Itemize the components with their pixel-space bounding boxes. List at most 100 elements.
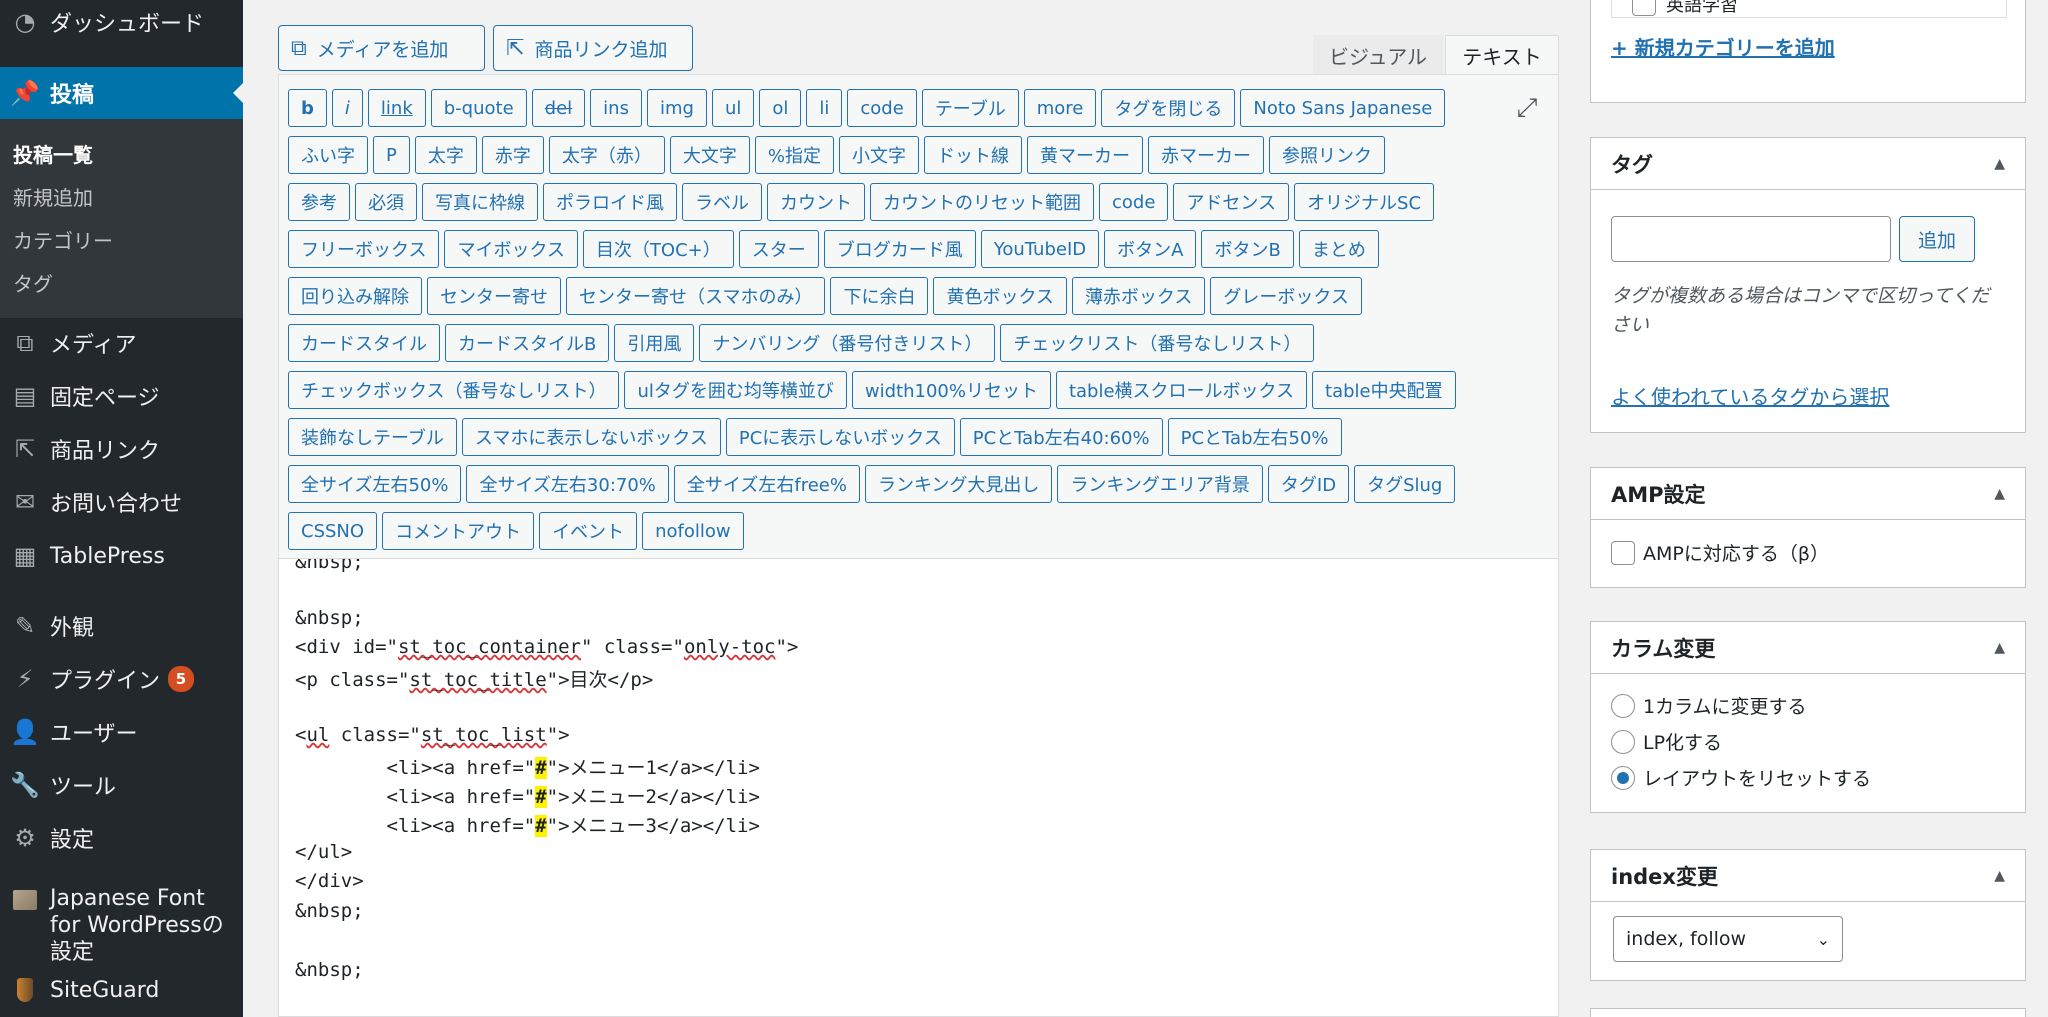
- qt-button[interactable]: カウント: [767, 183, 865, 221]
- qt-button[interactable]: ol: [759, 89, 802, 127]
- qt-button[interactable]: 大文字: [669, 136, 750, 174]
- qt-button[interactable]: 回り込み解除: [288, 277, 422, 315]
- collapse-arrow-icon[interactable]: ▲: [1994, 867, 2005, 884]
- qt-button[interactable]: 小文字: [838, 136, 919, 174]
- qt-button[interactable]: 太字（赤）: [548, 136, 665, 174]
- qt-button[interactable]: テーブル: [921, 89, 1019, 127]
- qt-button[interactable]: ボタンA: [1104, 230, 1197, 268]
- qt-button[interactable]: 全サイズ左右50%: [288, 465, 462, 503]
- qt-button[interactable]: link: [367, 89, 426, 127]
- qt-button[interactable]: 目次（TOC+）: [582, 230, 734, 268]
- qt-button[interactable]: センター寄せ（スマホのみ）: [566, 277, 826, 315]
- qt-button[interactable]: 赤マーカー: [1147, 136, 1264, 174]
- qt-button[interactable]: ドット線: [923, 136, 1022, 174]
- qt-button[interactable]: まとめ: [1298, 230, 1379, 268]
- qt-button[interactable]: ボタンB: [1201, 230, 1294, 268]
- qt-button[interactable]: YouTubeID: [980, 230, 1100, 268]
- qt-button[interactable]: code: [847, 89, 917, 127]
- qt-button[interactable]: width100%リセット: [851, 371, 1051, 409]
- submenu-categories[interactable]: カテゴリー: [13, 229, 113, 253]
- code-editor-textarea[interactable]: &nbsp; &nbsp; <div id="st_toc_container"…: [278, 558, 1559, 1017]
- qt-button[interactable]: 装飾なしテーブル: [288, 418, 457, 456]
- index-box-header[interactable]: index変更 ▲: [1591, 850, 2025, 902]
- menu-pages[interactable]: ▤ 固定ページ: [0, 370, 243, 422]
- menu-settings[interactable]: ⚙ 設定: [0, 812, 243, 864]
- menu-tablepress[interactable]: ▦ TablePress: [0, 530, 243, 582]
- qt-button[interactable]: i: [331, 89, 363, 127]
- qt-button[interactable]: 赤字: [481, 136, 544, 174]
- menu-appearance[interactable]: ✎ 外観: [0, 600, 243, 652]
- amp-checkbox[interactable]: [1611, 540, 1635, 565]
- column-box-header[interactable]: カラム変更 ▲: [1591, 622, 2025, 674]
- qt-button[interactable]: カードスタイルB: [445, 324, 610, 362]
- qt-button[interactable]: 下に余白: [830, 277, 929, 315]
- qt-button[interactable]: ランキング大見出し: [864, 465, 1053, 503]
- qt-button[interactable]: 全サイズ左右free%: [673, 465, 860, 503]
- column-option[interactable]: 1カラムに変更する: [1611, 692, 1807, 719]
- qt-button[interactable]: nofollow: [642, 512, 744, 550]
- qt-button[interactable]: 必須: [355, 183, 417, 221]
- collapse-arrow-icon[interactable]: ▲: [1994, 639, 2005, 656]
- qt-button[interactable]: b: [288, 89, 327, 127]
- qt-button[interactable]: 黄マーカー: [1026, 136, 1143, 174]
- tab-text[interactable]: テキスト: [1445, 35, 1559, 75]
- fullscreen-icon[interactable]: ⤢: [1516, 93, 1538, 123]
- qt-button[interactable]: PCとTab左右40:60%: [959, 418, 1163, 456]
- submenu-tags[interactable]: タグ: [13, 272, 53, 296]
- column-radio[interactable]: [1611, 693, 1635, 718]
- qt-button[interactable]: PCとTab左右50%: [1167, 418, 1342, 456]
- qt-button[interactable]: フリーボックス: [288, 230, 440, 268]
- qt-button[interactable]: 参照リンク: [1268, 136, 1385, 174]
- column-radio[interactable]: [1611, 729, 1635, 754]
- qt-button[interactable]: 写真に枠線: [422, 183, 538, 221]
- menu-siteguard[interactable]: SiteGuard: [0, 964, 243, 1016]
- qt-button[interactable]: ふい字: [288, 136, 368, 174]
- qt-button[interactable]: センター寄せ: [427, 277, 561, 315]
- qt-button[interactable]: オリジナルSC: [1294, 183, 1435, 221]
- column-option[interactable]: レイアウトをリセットする: [1611, 764, 1871, 791]
- qt-button[interactable]: チェックボックス（番号なしリスト）: [288, 371, 620, 409]
- qt-button[interactable]: 太字: [414, 136, 477, 174]
- qt-button[interactable]: CSSNO: [288, 512, 378, 550]
- qt-button[interactable]: グレーボックス: [1210, 277, 1362, 315]
- index-select[interactable]: index, follow ⌄: [1613, 916, 1843, 962]
- qt-button[interactable]: Noto Sans Japanese: [1240, 89, 1446, 127]
- qt-button[interactable]: イベント: [539, 512, 638, 550]
- menu-product-links[interactable]: ⇱ 商品リンク: [0, 423, 243, 475]
- tab-visual[interactable]: ビジュアル: [1313, 35, 1443, 75]
- qt-button[interactable]: 黄色ボックス: [933, 277, 1067, 315]
- qt-button[interactable]: タグSlug: [1354, 465, 1456, 503]
- qt-button[interactable]: 参考: [288, 183, 350, 221]
- qt-button[interactable]: 全サイズ左右30:70%: [466, 465, 669, 503]
- menu-japanese-font[interactable]: Japanese Font for WordPressの設定: [0, 885, 243, 965]
- qt-button[interactable]: %指定: [754, 136, 834, 174]
- collapse-arrow-icon[interactable]: ▲: [1994, 155, 2005, 172]
- menu-contact[interactable]: ✉ お問い合わせ: [0, 476, 243, 528]
- qt-button[interactable]: b-quote: [430, 89, 527, 127]
- qt-button[interactable]: img: [646, 89, 707, 127]
- qt-button[interactable]: ul: [711, 89, 755, 127]
- category-checkbox[interactable]: [1632, 0, 1656, 16]
- qt-button[interactable]: li: [806, 89, 843, 127]
- qt-button[interactable]: ulタグを囲む均等横並び: [624, 371, 847, 409]
- qt-button[interactable]: ラベル: [682, 183, 762, 221]
- qt-button[interactable]: table中央配置: [1312, 371, 1456, 409]
- add-product-link-button[interactable]: ⇱ 商品リンク追加: [493, 25, 693, 71]
- tags-box-header[interactable]: タグ ▲: [1591, 138, 2025, 190]
- qt-button[interactable]: コメントアウト: [382, 512, 535, 550]
- qt-button[interactable]: P: [373, 136, 410, 174]
- qt-button[interactable]: タグID: [1267, 465, 1350, 503]
- qt-button[interactable]: スター: [738, 230, 819, 268]
- qt-button[interactable]: ポラロイド風: [543, 183, 677, 221]
- qt-button[interactable]: ナンバリング（番号付きリスト）: [699, 324, 996, 362]
- qt-button[interactable]: table横スクロールボックス: [1055, 371, 1308, 409]
- collapse-arrow-icon[interactable]: ▲: [1994, 485, 2005, 502]
- qt-button[interactable]: スマホに表示しないボックス: [461, 418, 721, 456]
- add-media-button[interactable]: ⧉ メディアを追加: [278, 25, 485, 71]
- column-radio-selected[interactable]: [1611, 765, 1635, 790]
- qt-button[interactable]: カードスタイル: [288, 324, 440, 362]
- submenu-add-new[interactable]: 新規追加: [13, 186, 93, 210]
- menu-media[interactable]: ⧉ メディア: [0, 317, 243, 369]
- menu-users[interactable]: 👤 ユーザー: [0, 706, 243, 758]
- qt-button[interactable]: ins: [590, 89, 642, 127]
